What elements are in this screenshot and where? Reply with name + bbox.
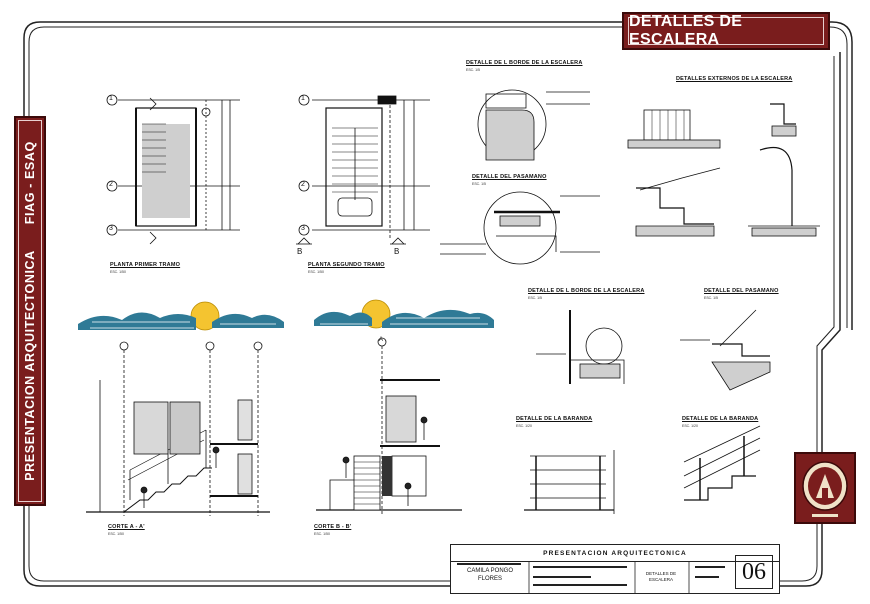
axis-b-right: B: [394, 247, 400, 256]
railing-1-title: DETALLE DE LA BARANDA: [516, 416, 593, 422]
plan-primer-tramo: [118, 97, 240, 245]
axis-markers: [106, 94, 387, 351]
edge-detail-title: DETALLE DE L BORDE DE LA ESCALERA: [466, 60, 583, 66]
axis-2-left: 2: [109, 181, 113, 188]
sky-decoration-left: [78, 301, 284, 331]
exterior-detail-title: DETALLES EXTERNOS DE LA ESCALERA: [676, 76, 793, 82]
sheet-title: DETALLES DE ESCALERA: [628, 13, 824, 48]
edge-detail-2-title: DETALLE DE L BORDE DE LA ESCALERA: [528, 288, 645, 294]
railing-2-title: DETALLE DE LA BARANDA: [682, 416, 759, 422]
plan2-title: PLANTA SEGUNDO TRAMO: [308, 262, 385, 268]
sheet-number: 06: [735, 555, 773, 589]
railing-2-scale: ESC. 1/20: [682, 424, 698, 428]
handrail-detail-2-title: DETALLE DEL PASAMANO: [704, 288, 779, 294]
railing-detail-1: [524, 450, 615, 514]
axis-1-right: 1: [301, 95, 305, 102]
title-block: PRESENTACION ARQUITECTONICA CAMILA PONGO…: [450, 544, 780, 594]
railing-detail-2: [683, 425, 761, 501]
axis-2-right: 2: [301, 181, 305, 188]
title-block-author: CAMILA PONGO FLORES: [466, 568, 513, 582]
edge-detail-scale: ESC. 1/5: [466, 68, 481, 72]
sidebar-label-box: PRESENTACION ARQUITECTONICAFIAG - ESAQ: [14, 116, 46, 506]
section-b-title: CORTE B - B': [314, 524, 352, 530]
axis-1-left: 1: [109, 95, 113, 102]
plan2-scale: ESC. 1/50: [308, 270, 324, 274]
handrail-detail-top: [440, 191, 600, 265]
handrail-detail-title: DETALLE DEL PASAMANO: [472, 174, 547, 180]
section-a-scale: ESC. 1/50: [108, 532, 124, 536]
railing-1-scale: ESC. 1/20: [516, 424, 532, 428]
sheet-title-box: DETALLES DE ESCALERA: [622, 12, 830, 50]
handrail-detail-middle: [680, 309, 771, 391]
edge-detail-2-scale: ESC. 1/5: [528, 296, 543, 300]
handrail-detail-2-scale: ESC. 1/5: [704, 296, 719, 300]
plan1-title: PLANTA PRIMER TRAMO: [110, 262, 181, 268]
axis-b-left: B: [297, 247, 303, 256]
handrail-detail-scale: ESC. 1/5: [472, 182, 487, 186]
section-a-title: CORTE A - A': [108, 524, 145, 530]
axis-3-right: 3: [301, 225, 305, 232]
axis-3-left: 3: [109, 225, 113, 232]
sky-decoration-right: [314, 299, 494, 329]
plan1-scale: ESC. 1/50: [110, 270, 126, 274]
edge-detail-middle: [536, 310, 625, 384]
title-block-heading: PRESENTACION ARQUITECTONICA: [451, 545, 779, 562]
plan-segundo-tramo: [296, 95, 430, 245]
section-b-scale: ESC. 1/50: [314, 532, 330, 536]
title-block-sheet-desc: DETALLES DE ESCALERA: [645, 571, 677, 582]
edge-detail-top: [477, 89, 590, 161]
section-b: [316, 346, 462, 516]
section-a: [86, 350, 270, 516]
axis-a: A: [379, 337, 384, 343]
exterior-details: [627, 103, 820, 237]
university-crest-icon: [794, 452, 856, 524]
